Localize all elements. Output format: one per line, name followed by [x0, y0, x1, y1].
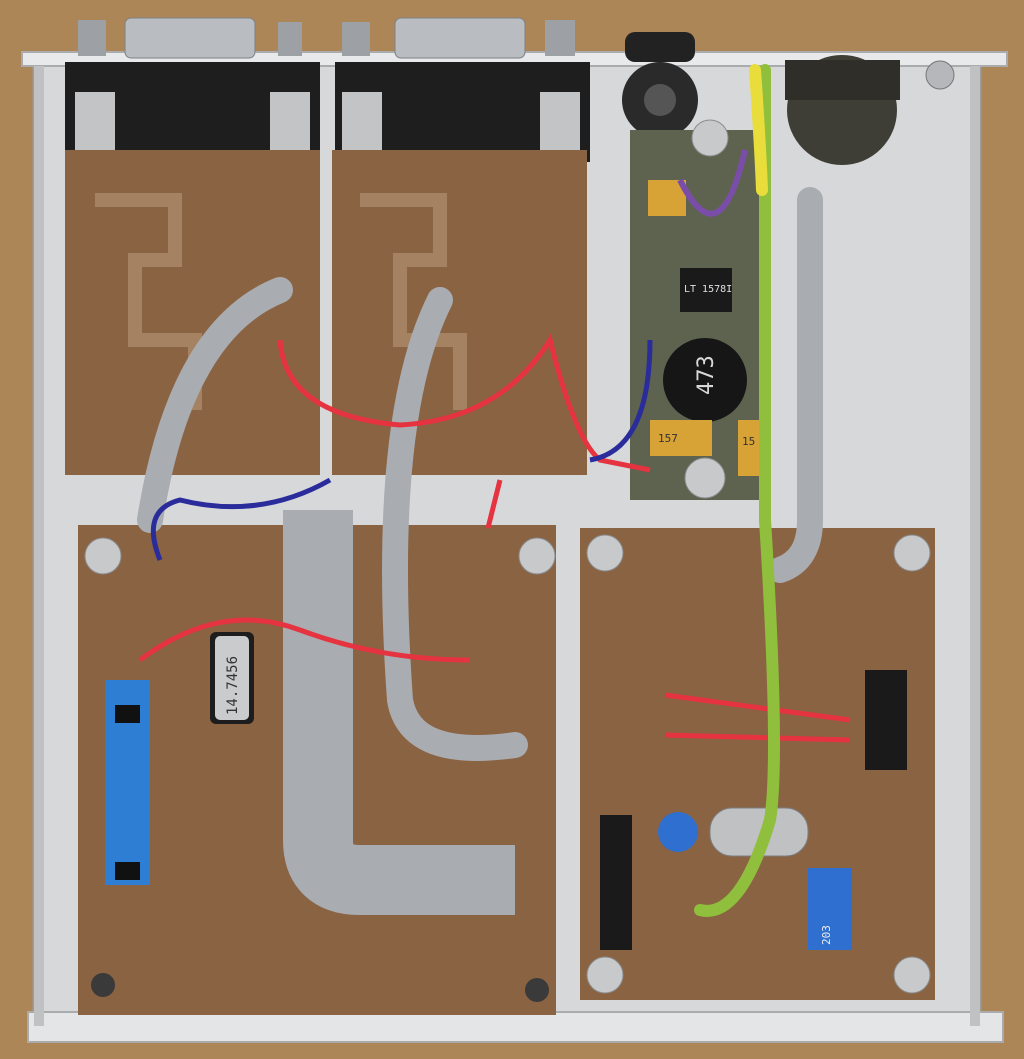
power-supply-board: LT 1578I 473 157 15 [630, 119, 770, 500]
wire-green-yellow [694, 64, 780, 917]
regulator-ic-label: LT 1578I [684, 284, 732, 295]
db9-connector-left [65, 17, 320, 162]
capacitor-b-label: 15 [742, 435, 755, 448]
trimmer-pot-label: 203 [820, 925, 833, 945]
din-connector [785, 55, 955, 165]
ribbon-cable-narrow [137, 187, 823, 761]
wire-purple [677, 149, 748, 217]
dc-jack [622, 32, 698, 138]
wire-blue [150, 339, 653, 561]
inductor-label: 473 [694, 355, 719, 395]
pcb-upper-middle [332, 150, 587, 475]
db9-connector-right [335, 17, 590, 162]
wire-red [138, 333, 851, 743]
capacitor-a-label: 157 [658, 432, 678, 445]
crystal-left-label: 14.7456 [225, 656, 241, 715]
pcb-lower-right: 203 [580, 528, 935, 1000]
pcb-upper-left [65, 150, 320, 475]
ribbon-cable-wide [283, 510, 515, 915]
